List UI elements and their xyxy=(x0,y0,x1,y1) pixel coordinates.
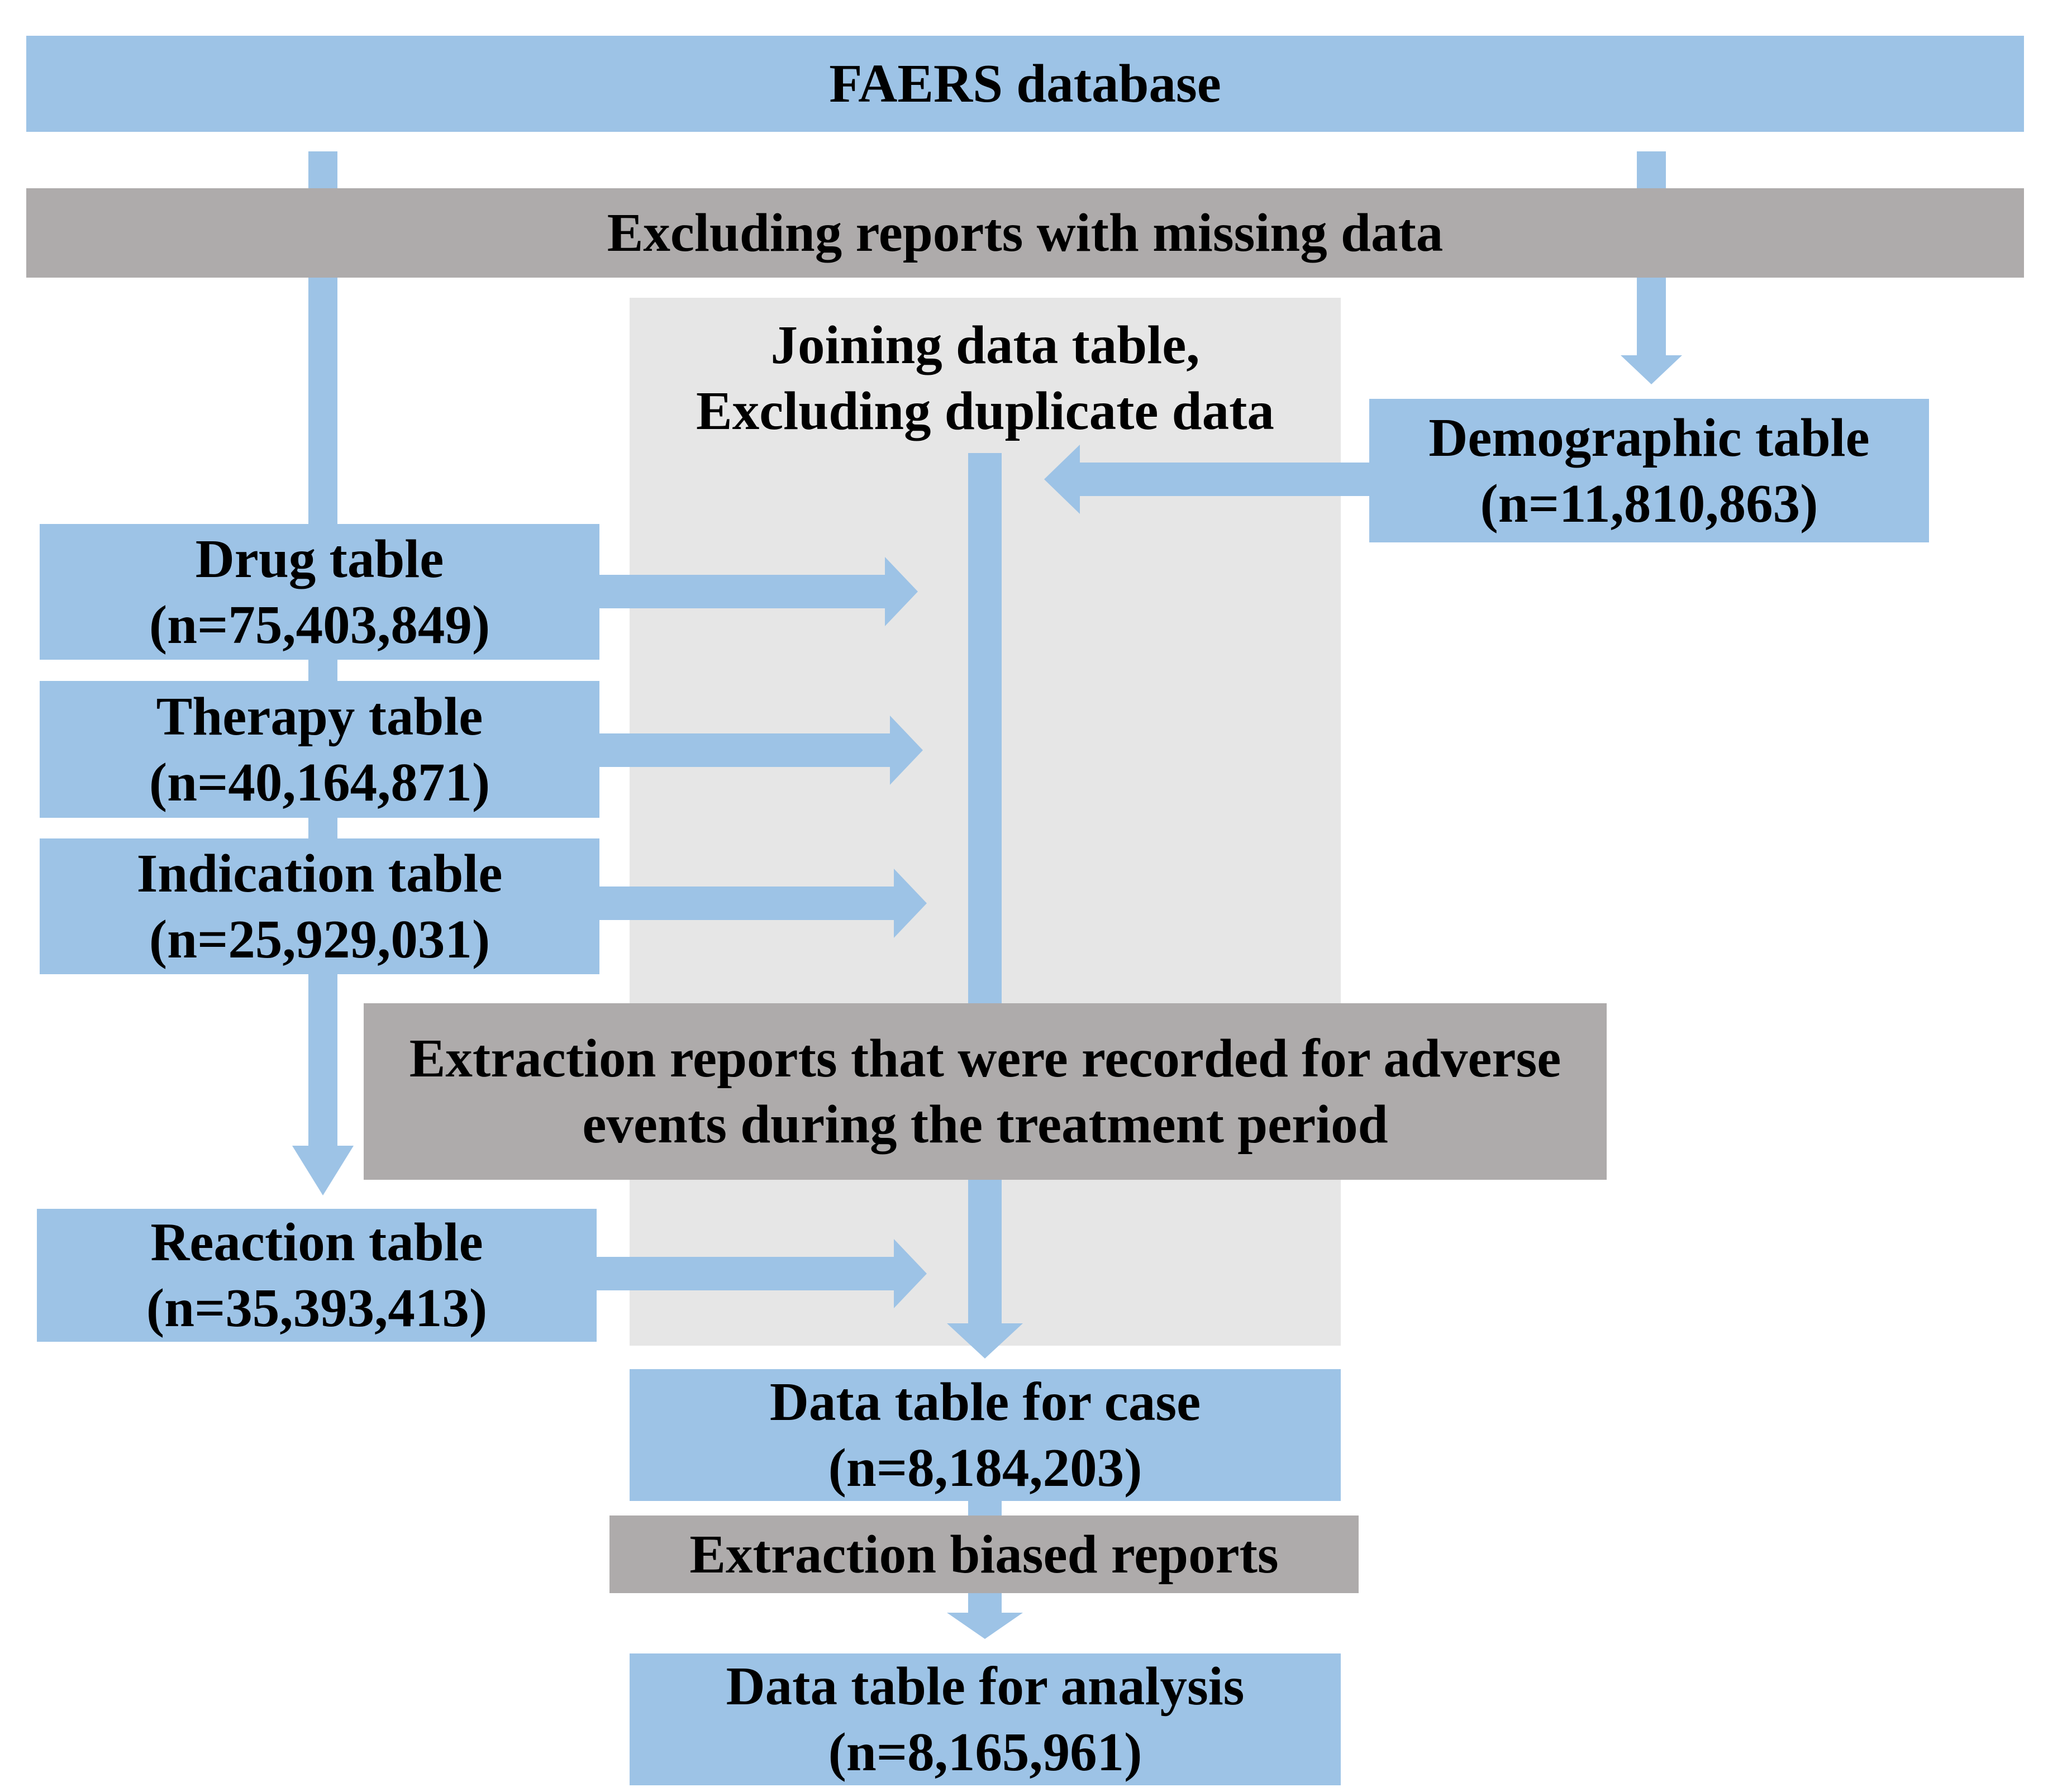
joining-step-label: Joining data table, Excluding duplicate … xyxy=(630,312,1341,444)
arrow-biased-extraction-to-analysis-table xyxy=(947,1592,1023,1639)
joining-step-line: Joining data table, xyxy=(770,315,1200,375)
reaction-table-box: Reaction table (n=35,393,413) xyxy=(37,1209,597,1342)
case-data-table-label: Data table for case xyxy=(769,1372,1201,1432)
biased-extraction-label: Extraction biased reports xyxy=(689,1524,1279,1584)
demographic-table-count: (n=11,810,863) xyxy=(1480,473,1818,533)
arrow-join-to-case-table xyxy=(947,453,1023,1359)
therapy-table-box: Therapy table (n=40,164,871) xyxy=(40,681,599,818)
analysis-data-table-label: Data table for analysis xyxy=(726,1656,1245,1716)
excluding-missing-data-box: Excluding reports with missing data xyxy=(26,188,2024,278)
therapy-table-count: (n=40,164,871) xyxy=(149,752,490,812)
arrow-indication-to-join xyxy=(599,869,927,938)
analysis-data-table-count: (n=8,165,961) xyxy=(828,1722,1142,1782)
arrow-faers-to-reaction-table xyxy=(292,151,354,1195)
demographic-table-label: Demographic table xyxy=(1428,407,1870,468)
indication-table-count: (n=25,929,031) xyxy=(149,909,490,969)
indication-table-box: Indication table (n=25,929,031) xyxy=(40,838,599,974)
connector-case-to-biased-extraction xyxy=(968,1500,1002,1517)
analysis-data-table-box: Data table for analysis (n=8,165,961) xyxy=(630,1653,1341,1785)
case-data-table-count: (n=8,184,203) xyxy=(828,1438,1142,1498)
indication-table-label: Indication table xyxy=(136,843,503,903)
drug-table-box: Drug table (n=75,403,849) xyxy=(40,524,599,660)
biased-extraction-box: Extraction biased reports xyxy=(609,1515,1359,1593)
joining-step-line: Excluding duplicate data xyxy=(696,381,1274,441)
treatment-period-extraction-line: Extraction reports that were recorded fo… xyxy=(409,1028,1561,1088)
drug-table-count: (n=75,403,849) xyxy=(149,594,490,655)
faers-database-box: FAERS database xyxy=(26,36,2024,132)
drug-table-label: Drug table xyxy=(195,528,444,589)
demographic-table-box: Demographic table (n=11,810,863) xyxy=(1369,399,1929,542)
faers-database-label: FAERS database xyxy=(829,54,1221,113)
reaction-table-label: Reaction table xyxy=(150,1212,483,1272)
arrow-reaction-to-join xyxy=(597,1239,927,1308)
reaction-table-count: (n=35,393,413) xyxy=(146,1278,488,1338)
treatment-period-extraction-line: events during the treatment period xyxy=(582,1094,1388,1154)
arrow-therapy-to-join xyxy=(599,716,923,785)
excluding-missing-data-label: Excluding reports with missing data xyxy=(607,203,1444,263)
arrow-demographic-to-join xyxy=(1044,445,1369,514)
therapy-table-label: Therapy table xyxy=(156,686,483,746)
treatment-period-extraction-box: Extraction reports that were recorded fo… xyxy=(364,1003,1607,1180)
arrow-drug-to-join xyxy=(599,557,918,626)
case-data-table-box: Data table for case (n=8,184,203) xyxy=(630,1369,1341,1501)
